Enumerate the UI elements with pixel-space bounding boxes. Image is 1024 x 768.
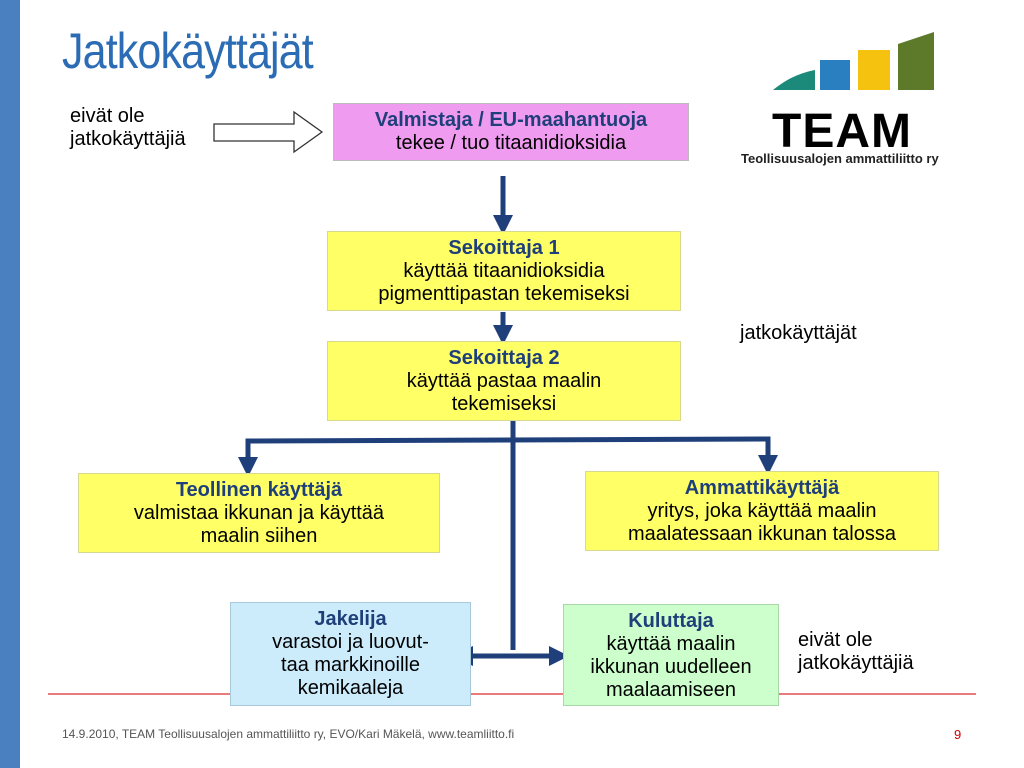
label-not-downstream-top: eivät ole jatkokäyttäjiä	[70, 105, 186, 151]
box-line: käyttää titaanidioksidia	[403, 260, 605, 282]
box-mixer-2: Sekoittaja 2 käyttää pastaa maalin tekem…	[327, 341, 681, 421]
box-mixer-1: Sekoittaja 1 käyttää titaanidioksidia pi…	[327, 231, 681, 311]
logo-bar-2	[820, 60, 850, 90]
slide-title: Jatkokäyttäjät	[62, 23, 314, 79]
outline-arrow	[213, 110, 324, 154]
footer-text: 14.9.2010, TEAM Teollisuusalojen ammatti…	[62, 727, 515, 741]
box-line: tekee / tuo titaanidioksidia	[395, 132, 627, 154]
label-line: eivät ole	[798, 629, 873, 651]
box-consumer: Kuluttaja käyttää maalin ikkunan uudelle…	[563, 604, 779, 706]
box-head: Jakelija	[314, 608, 387, 630]
box-head: Sekoittaja 2	[448, 347, 560, 369]
team-logo-name: TEAM	[772, 105, 912, 158]
label-not-downstream-bottom: eivät ole jatkokäyttäjiä	[798, 629, 914, 675]
logo-bar-1	[773, 70, 815, 90]
team-logo-subtitle: Teollisuusalojen ammattiliitto ry	[741, 151, 939, 166]
box-line: maalaamiseen	[605, 679, 737, 701]
logo-bar-3	[858, 50, 890, 90]
box-line: pigmenttipastan tekemiseksi	[378, 283, 630, 305]
box-industrial-user: Teollinen käyttäjä valmistaa ikkunan ja …	[78, 473, 440, 553]
box-head: Kuluttaja	[628, 610, 714, 632]
box-line: käyttää pastaa maalin	[406, 370, 602, 392]
box-line: ikkunan uudelleen	[590, 656, 752, 678]
box-line: käyttää maalin	[606, 633, 736, 655]
box-line: kemikaaleja	[297, 677, 404, 699]
label-downstream: jatkokäyttäjät	[740, 322, 857, 344]
box-line: taa markkinoille	[281, 654, 420, 676]
logo-bar-4	[898, 32, 934, 90]
box-line: varastoi ja luovut-	[272, 631, 429, 653]
branch-line	[245, 436, 771, 466]
label-line: jatkokäyttäjiä	[70, 128, 186, 150]
box-line: valmistaa ikkunan ja käyttää	[133, 502, 385, 524]
label-line: eivät ole	[70, 105, 145, 127]
box-professional-user: Ammattikäyttäjä yritys, joka käyttää maa…	[585, 471, 939, 551]
box-head: Teollinen käyttäjä	[175, 479, 343, 501]
box-line: tekemiseksi	[451, 393, 557, 415]
box-line: maalatessaan ikkunan talossa	[628, 523, 896, 545]
box-line: yritys, joka käyttää maalin	[647, 500, 877, 522]
left-accent-bar	[0, 0, 20, 768]
box-manufacturer: Valmistaja / EU-maahantuoja tekee / tuo …	[333, 103, 689, 161]
box-head: Sekoittaja 1	[448, 237, 560, 259]
page-number: 9	[954, 727, 962, 742]
box-head: Valmistaja / EU-maahantuoja	[374, 109, 648, 131]
box-line: maalin siihen	[200, 525, 318, 547]
label-line: jatkokäyttäjiä	[798, 652, 914, 674]
box-distributor: Jakelija varastoi ja luovut- taa markkin…	[230, 602, 471, 706]
box-head: Ammattikäyttäjä	[684, 477, 840, 499]
